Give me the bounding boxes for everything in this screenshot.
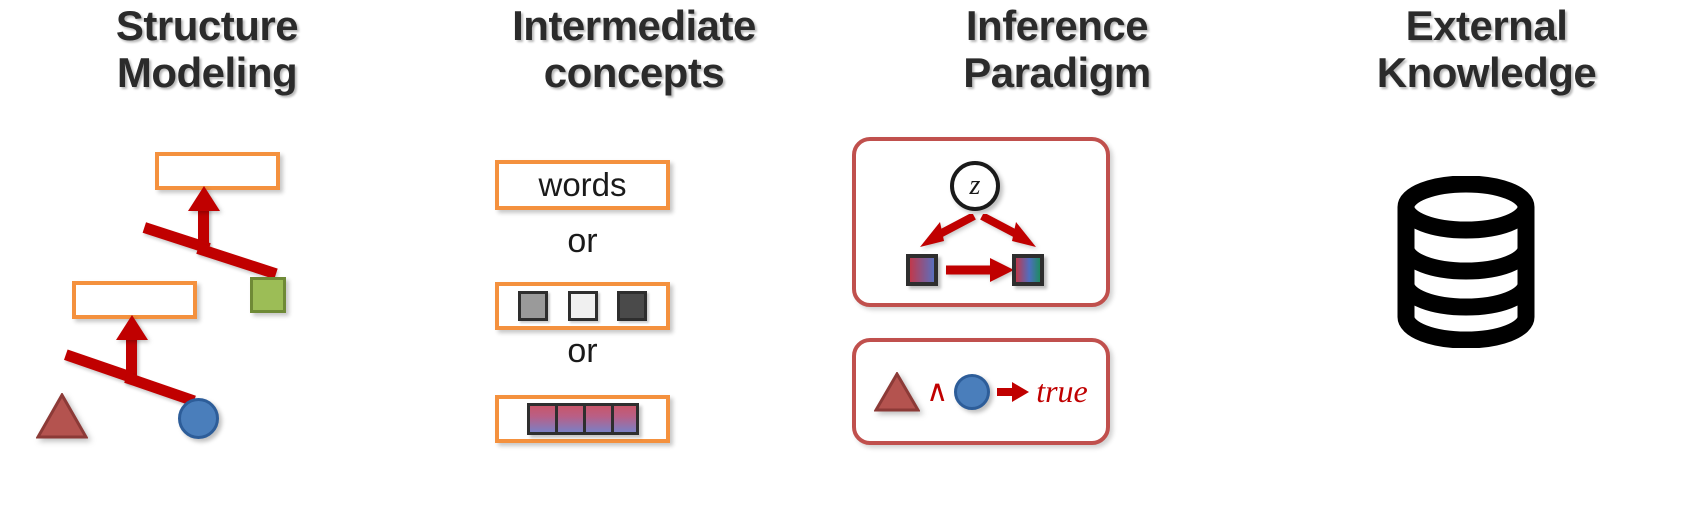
gradient-cells-box [495,395,670,443]
column-heading-external-knowledge: External Knowledge [1376,2,1597,97]
gradient-square-right [1012,254,1044,286]
column-heading-structure-modeling: Structure Modeling [115,2,299,97]
latent-variable-label: z [969,170,981,201]
gray-cell-dark [616,291,647,321]
gradient-cell [554,403,583,435]
words-box: words [495,160,670,210]
column-external-knowledge: External Knowledge [1260,0,1699,508]
tree-edge-stem-upper [198,196,209,252]
gray-cell-medium [518,291,549,321]
red-triangle-leaf [36,393,88,439]
or-label-second: or [567,332,598,370]
tree-edge-lower-left [64,349,134,383]
column-heading-intermediate-concepts: Intermediate concepts [512,2,756,97]
tree-edge-lower-right [124,372,196,407]
logic-rule-formula: ∧ true [852,338,1110,445]
gradient-cell [526,403,555,435]
database-cylinder-icon [1397,176,1535,348]
tree-arrowhead-lower-icon [116,315,148,340]
tree-arrowhead-upper-icon [188,186,220,211]
formula-circle-icon [954,373,991,410]
diagonal-arrow-right-icon [980,214,1036,247]
tree-root-box [155,152,280,190]
column-heading-inference-paradigm: Inference Paradigm [963,2,1151,97]
tree-edge-upper-right [196,243,278,280]
words-box-label: words [538,166,627,203]
formula-arrow-icon [997,381,1030,402]
formula-result-label: true [1036,373,1088,409]
gradient-cell [610,403,639,435]
formula-triangle-icon [874,371,921,411]
horizontal-arrow-icon [946,258,1014,282]
tree-inner-box [72,281,197,319]
gradient-cell [582,403,611,435]
gray-cells-box [495,282,670,330]
tree-edge-stem-lower [126,325,137,381]
column-intermediate-concepts: Intermediate concepts words or or [420,0,840,508]
blue-circle-leaf [178,398,219,439]
diagonal-arrow-left-icon [920,214,976,247]
green-square-node [250,277,286,313]
gray-cell-light [567,291,598,321]
gradient-cell-strip [526,403,639,435]
latent-variable-circle: z [950,161,1000,211]
or-label-first: or [567,222,598,260]
column-inference-paradigm: Inference Paradigm z ∧ [840,0,1260,508]
column-structure-modeling: Structure Modeling [0,0,420,508]
conjunction-symbol: ∧ [926,375,949,408]
gradient-square-left [906,254,938,286]
